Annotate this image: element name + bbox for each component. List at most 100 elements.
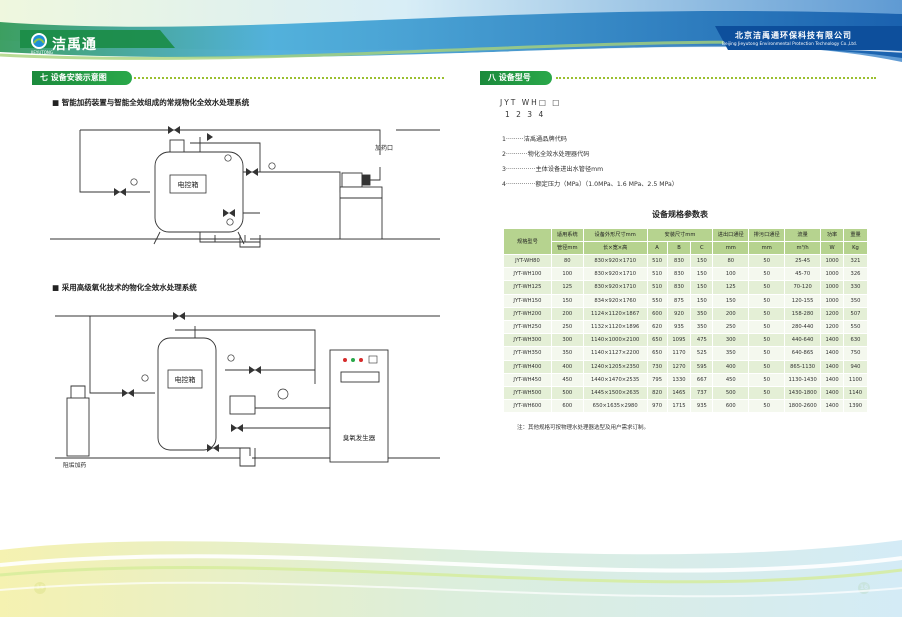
table-cell: 595	[690, 359, 714, 374]
table-header-drain: 排污口通径	[748, 228, 786, 242]
table-cell: 1400	[820, 386, 845, 401]
table-header-inlet: 进出口通径	[712, 228, 750, 242]
table-cell: 1445×1500×2635	[582, 386, 648, 401]
table-cell: 737	[690, 386, 714, 401]
table-cell: 830	[666, 267, 692, 282]
table-cell: 1000	[820, 267, 845, 282]
logo-icon	[31, 33, 47, 49]
table-cell: 50	[748, 346, 786, 361]
table-cell: 450	[712, 372, 750, 388]
table-cell: 50	[748, 399, 786, 414]
table-cell: 1140×1127×2200	[582, 346, 648, 361]
table-header-system: 适用系统	[550, 228, 584, 242]
table-cell: 650	[646, 346, 668, 361]
model-code-line: JYT WH□ □	[500, 98, 562, 107]
table-cell: 820	[646, 386, 668, 401]
table-cell: 830	[666, 253, 692, 269]
table-cell: JYT-WH200	[503, 306, 552, 322]
table-cell: 500	[550, 386, 584, 401]
table-cell: 970	[646, 399, 668, 414]
table-header-install: 安装尺寸mm	[646, 228, 714, 242]
table-cell: 830×920×1710	[582, 253, 648, 269]
table-cell: 400	[712, 359, 750, 374]
table-cell: 1800-2600	[784, 399, 822, 414]
section-title-model: 八 设备型号	[480, 71, 552, 85]
table-cell: JYT-WH100	[503, 267, 552, 282]
table-cell: 830×920×1710	[582, 267, 648, 282]
table-cell: JYT-WH600	[503, 399, 552, 414]
diagram2-control-box-label: 电控箱	[175, 375, 196, 384]
table-cell: 80	[712, 253, 750, 269]
table-cell: 1390	[843, 399, 868, 414]
table-cell: JYT-WH350	[503, 346, 552, 361]
table-cell: 150	[690, 280, 714, 295]
table-cell: 1200	[820, 306, 845, 322]
model-code-index-line: 1 2 3 4	[505, 110, 546, 119]
table-cell: 250	[712, 320, 750, 335]
table-subheader: mm	[712, 241, 750, 255]
table-cell: 350	[550, 346, 584, 361]
table-cell: 1200	[820, 320, 845, 335]
table-cell: 510	[646, 280, 668, 295]
table-note: 注：其他规格可按物理水处理器选型及用户需求订制。	[517, 425, 650, 431]
table-cell: 330	[843, 280, 868, 295]
table-cell: 50	[748, 372, 786, 388]
table-cell: 1400	[820, 346, 845, 361]
table-cell: 935	[690, 399, 714, 414]
table-header-power: 功率	[820, 228, 845, 242]
table-cell: 45-70	[784, 267, 822, 282]
diagram1-dosing-port-label: 加药口	[375, 144, 393, 152]
table-cell: 150	[690, 253, 714, 269]
table-cell: 920	[666, 306, 692, 322]
table-cell: 475	[690, 333, 714, 348]
table-cell: JYT-WH150	[503, 293, 552, 308]
table-cell: 830×920×1710	[582, 280, 648, 295]
table-cell: 1170	[666, 346, 692, 361]
table-cell: 1100	[843, 372, 868, 388]
specs-table: 规格型号 适用系统 设备外形尺寸mm 安装尺寸mm 进出口通径 排污口通径 流量…	[503, 228, 868, 414]
table-cell: 200	[550, 306, 584, 322]
table-cell: JYT-WH300	[503, 333, 552, 348]
table-cell: 150	[690, 267, 714, 282]
table-cell: JYT-WH400	[503, 359, 552, 374]
table-cell: 1440×1470×2535	[582, 372, 648, 388]
diagram2-heading: ■ 采用高级氧化技术的物化全效水处理系统	[52, 283, 197, 292]
table-cell: 120-155	[784, 293, 822, 308]
table-cell: 440-640	[784, 333, 822, 348]
table-cell: 875	[666, 293, 692, 308]
table-header-model: 规格型号	[503, 228, 552, 255]
table-cell: 70-120	[784, 280, 822, 295]
table-cell: 940	[843, 359, 868, 374]
table-cell: 125	[550, 280, 584, 295]
table-cell: JYT-WH125	[503, 280, 552, 295]
table-cell: 1140×1000×2100	[582, 333, 648, 348]
section-divider	[134, 77, 444, 79]
table-cell: 834×920×1760	[582, 293, 648, 308]
table-header-weight: 重量	[843, 228, 868, 242]
table-cell: 326	[843, 267, 868, 282]
table-cell: 1000	[820, 280, 845, 295]
table-cell: 600	[646, 306, 668, 322]
table-cell: 1095	[666, 333, 692, 348]
table-cell: 321	[843, 253, 868, 269]
header-swoosh-graphic	[0, 0, 902, 63]
footer-swoosh-graphic	[0, 540, 902, 617]
table-cell: 1270	[666, 359, 692, 374]
table-cell: 300	[712, 333, 750, 348]
table-cell: 250	[550, 320, 584, 335]
company-name-en: Beijing Jieyutong Environmental Protecti…	[722, 42, 858, 47]
table-cell: 795	[646, 372, 668, 388]
table-cell: 50	[748, 386, 786, 401]
table-title: 设备规格参数表	[652, 210, 708, 219]
table-cell: 1400	[820, 399, 845, 414]
table-cell: 500	[712, 386, 750, 401]
table-cell: 50	[748, 306, 786, 322]
